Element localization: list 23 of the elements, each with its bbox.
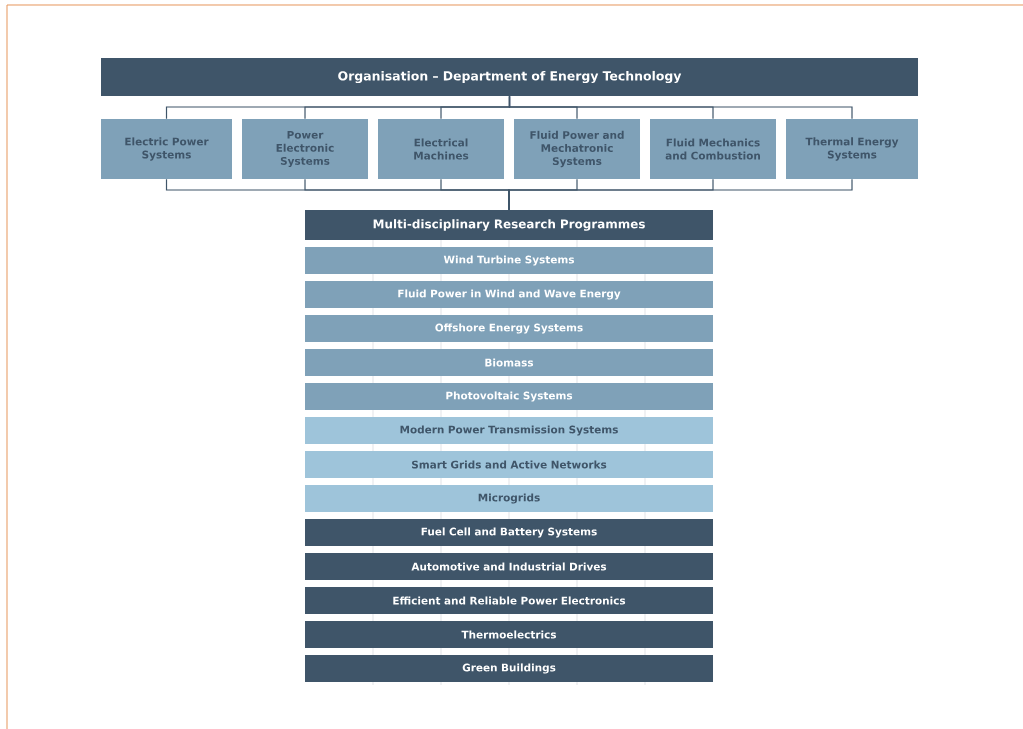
programme-row: Wind Turbine Systems xyxy=(305,247,713,274)
programme-row: Green Buildings xyxy=(305,655,713,682)
connector-line xyxy=(508,95,853,120)
programme-row: Automotive and Industrial Drives xyxy=(305,553,713,580)
programme-row: Fuel Cell and Battery Systems xyxy=(305,519,713,546)
department-box: Electric Power Systems xyxy=(101,119,232,179)
department-box: Electrical Machines xyxy=(378,119,504,179)
programme-row: Fluid Power in Wind and Wave Energy xyxy=(305,281,713,308)
department-box: Thermal Energy Systems xyxy=(786,119,918,179)
department-box: Fluid Power and Mechatronic Systems xyxy=(514,119,640,179)
department-box: Fluid Mechanics and Combustion xyxy=(650,119,776,179)
programme-row: Smart Grids and Active Networks xyxy=(305,451,713,478)
programme-row: Efficient and Reliable Power Electronics xyxy=(305,587,713,614)
header-bar: Organisation – Department of Energy Technology xyxy=(101,58,918,96)
department-box: Power Electronic Systems xyxy=(242,119,368,179)
programme-row: Photovoltaic Systems xyxy=(305,383,713,410)
programme-row: Modern Power Transmission Systems xyxy=(305,417,713,444)
programme-row: Offshore Energy Systems xyxy=(305,315,713,342)
programme-row: Thermoelectrics xyxy=(305,621,713,648)
connector-line xyxy=(508,178,853,211)
programme-row: Microgrids xyxy=(305,485,713,512)
programme-header: Multi-disciplinary Research Programmes xyxy=(305,210,713,240)
programme-row: Biomass xyxy=(305,349,713,376)
